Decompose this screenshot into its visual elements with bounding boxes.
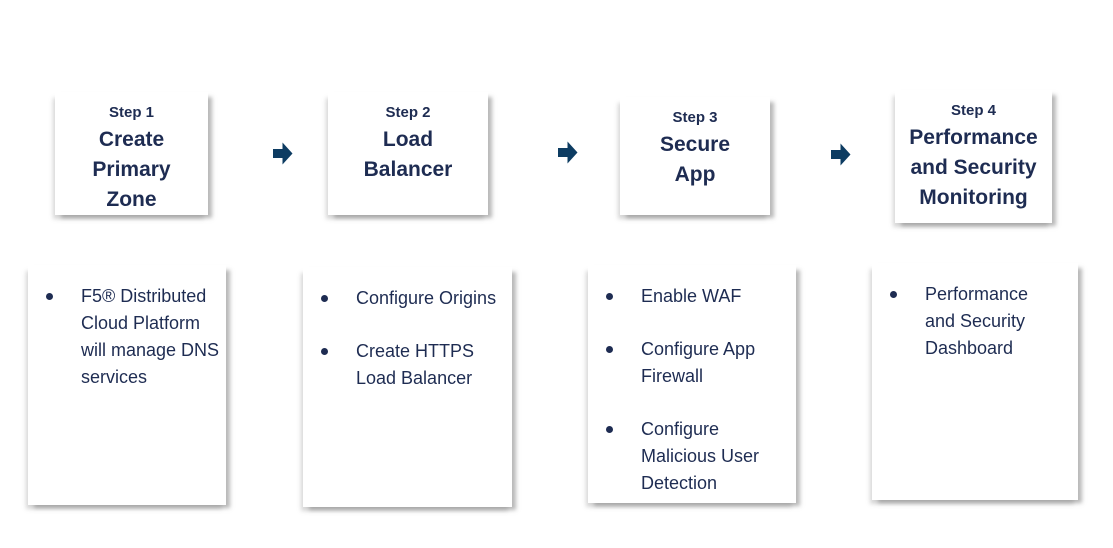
step-3-label: Step 3 bbox=[672, 109, 718, 126]
bullet-text: Performance and Security Dashboard bbox=[925, 284, 1029, 358]
list-item: Configure Malicious User Detection bbox=[606, 416, 790, 497]
bullet-list: Configure Origins Create HTTPS Load Bala… bbox=[303, 267, 512, 392]
list-item: Enable WAF bbox=[606, 283, 790, 310]
step-3-title: Secure App bbox=[659, 133, 731, 186]
step-1-label: Step 1 bbox=[108, 104, 154, 121]
step-4-label: Step 4 bbox=[950, 102, 996, 119]
bullet-text: Create HTTPS Load Balancer bbox=[356, 341, 475, 388]
list-item: F5® Distributed Cloud Platform will mana… bbox=[46, 283, 220, 391]
list-item: Configure App Firewall bbox=[606, 336, 790, 390]
step-4-header-box: Step 4 Performance and Security Monitori… bbox=[895, 90, 1052, 223]
bullet-list: Enable WAF Configure App Firewall Config… bbox=[588, 265, 796, 497]
step-4-details-box: Performance and Security Dashboard bbox=[872, 263, 1078, 500]
flow-arrow-icon bbox=[273, 141, 293, 166]
bullet-dot-icon bbox=[606, 346, 613, 353]
bullet-dot-icon bbox=[606, 293, 613, 300]
flow-arrow-icon bbox=[558, 140, 578, 165]
step-1-title: Create Primary Zone bbox=[92, 128, 171, 211]
step-2-label: Step 2 bbox=[385, 104, 431, 121]
flow-arrow-icon bbox=[831, 142, 851, 167]
bullet-text: Enable WAF bbox=[641, 286, 742, 306]
list-item: Configure Origins bbox=[321, 285, 506, 312]
step-2-details-box: Configure Origins Create HTTPS Load Bala… bbox=[303, 267, 512, 507]
list-item: Create HTTPS Load Balancer bbox=[321, 338, 506, 392]
bullet-dot-icon bbox=[321, 295, 328, 302]
bullet-text: Configure Origins bbox=[356, 288, 497, 308]
step-2-header-box: Step 2 Load Balancer bbox=[328, 92, 488, 215]
step-1-header-box: Step 1 Create Primary Zone bbox=[55, 92, 208, 215]
step-4-title: Performance and Security Monitoring bbox=[909, 126, 1038, 209]
bullet-text: Configure Malicious User Detection bbox=[641, 419, 760, 493]
bullet-text: F5® Distributed Cloud Platform will mana… bbox=[81, 286, 220, 387]
step-3-details-box: Enable WAF Configure App Firewall Config… bbox=[588, 265, 796, 503]
step-3-header-box: Step 3 Secure App bbox=[620, 97, 770, 215]
bullet-list: F5® Distributed Cloud Platform will mana… bbox=[28, 265, 226, 391]
bullet-dot-icon bbox=[321, 348, 328, 355]
bullet-text: Configure App Firewall bbox=[641, 339, 756, 386]
bullet-dot-icon bbox=[606, 426, 613, 433]
list-item: Performance and Security Dashboard bbox=[890, 281, 1072, 362]
step-1-details-box: F5® Distributed Cloud Platform will mana… bbox=[28, 265, 226, 505]
bullet-dot-icon bbox=[46, 293, 53, 300]
step-2-title: Load Balancer bbox=[363, 128, 453, 181]
bullet-list: Performance and Security Dashboard bbox=[872, 263, 1078, 362]
bullet-dot-icon bbox=[890, 291, 897, 298]
